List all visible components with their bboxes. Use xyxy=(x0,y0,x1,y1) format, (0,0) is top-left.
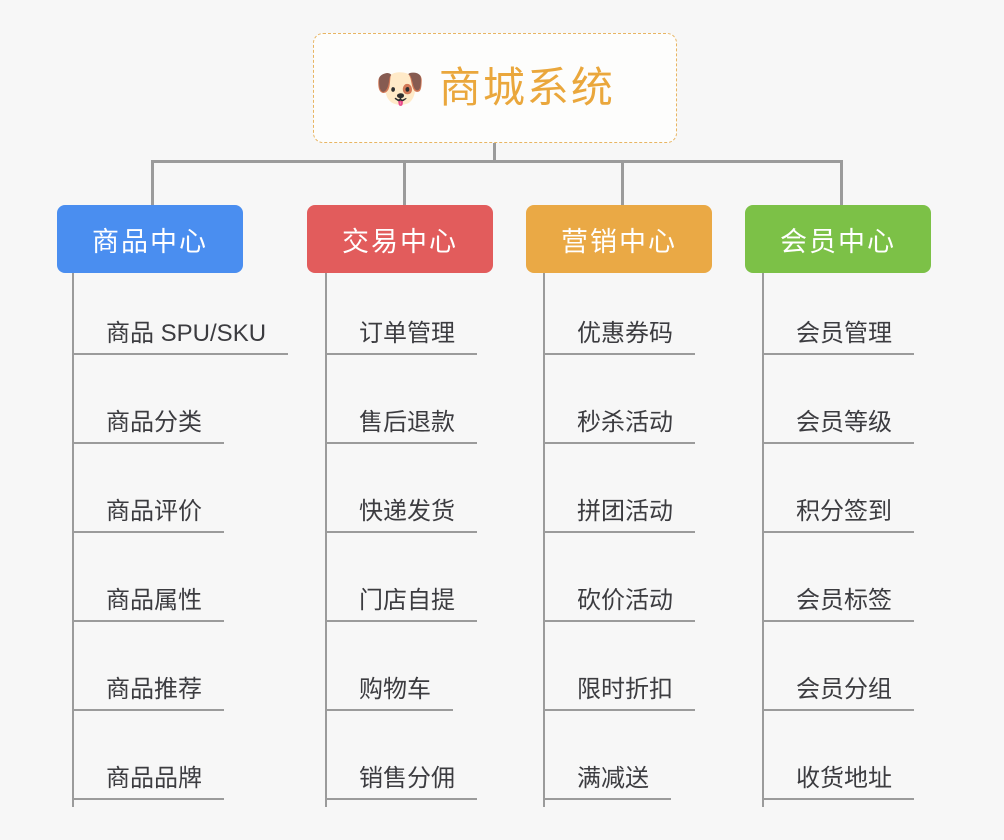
leaf-item[interactable]: 拼团活动 xyxy=(543,451,695,540)
branch-header-会员中心[interactable]: 会员中心 xyxy=(745,205,931,273)
leaf-item-label: 限时折扣 xyxy=(543,676,695,711)
leaf-item-label: 商品品牌 xyxy=(72,765,224,800)
leaf-item[interactable]: 销售分佣 xyxy=(325,718,477,807)
leaf-item-label: 售后退款 xyxy=(325,409,477,444)
leaf-item[interactable]: 限时折扣 xyxy=(543,629,695,718)
leaf-item-label: 优惠券码 xyxy=(543,320,695,355)
root-node[interactable]: 🐶 商城系统 xyxy=(313,33,677,143)
leaf-item[interactable]: 会员等级 xyxy=(762,362,914,451)
leaf-item-label: 满减送 xyxy=(543,765,671,800)
leaf-item-label: 商品属性 xyxy=(72,587,224,622)
branch-items-商品中心: 商品 SPU/SKU 商品分类 商品评价 商品属性 商品推荐 商品品牌 xyxy=(72,273,289,807)
branch-items-会员中心: 会员管理 会员等级 积分签到 会员标签 会员分组 收货地址 xyxy=(762,273,914,807)
leaf-item[interactable]: 门店自提 xyxy=(325,540,477,629)
leaf-item-label: 商品推荐 xyxy=(72,676,224,711)
bus-connector xyxy=(151,160,843,163)
branch-drop-connector-1 xyxy=(151,160,154,207)
branch-header-营销中心[interactable]: 营销中心 xyxy=(526,205,712,273)
leaf-item-label: 砍价活动 xyxy=(543,587,695,622)
branch-items-交易中心: 订单管理 售后退款 快递发货 门店自提 购物车 销售分佣 xyxy=(325,273,477,807)
leaf-item-label: 商品分类 xyxy=(72,409,224,444)
branch-header-label: 会员中心 xyxy=(780,226,896,257)
branch-spine xyxy=(543,273,545,807)
leaf-item-label: 门店自提 xyxy=(325,587,477,622)
leaf-item-label: 销售分佣 xyxy=(325,765,477,800)
branch-header-label: 商品中心 xyxy=(92,226,208,257)
leaf-item-label: 积分签到 xyxy=(762,498,914,533)
branch-spine xyxy=(762,273,764,807)
leaf-item[interactable]: 砍价活动 xyxy=(543,540,695,629)
leaf-item-label: 秒杀活动 xyxy=(543,409,695,444)
leaf-item-label: 收货地址 xyxy=(762,765,914,800)
leaf-item[interactable]: 商品 SPU/SKU xyxy=(72,273,289,362)
leaf-item[interactable]: 收货地址 xyxy=(762,718,914,807)
leaf-item[interactable]: 商品评价 xyxy=(72,451,288,540)
leaf-item[interactable]: 会员分组 xyxy=(762,629,914,718)
root-stem-connector xyxy=(493,143,496,162)
leaf-item[interactable]: 订单管理 xyxy=(325,273,477,362)
branch-drop-connector-3 xyxy=(621,160,624,207)
branch-header-label: 交易中心 xyxy=(342,226,458,257)
leaf-item-label: 拼团活动 xyxy=(543,498,695,533)
branch-header-label: 营销中心 xyxy=(561,226,677,257)
leaf-item[interactable]: 售后退款 xyxy=(325,362,477,451)
leaf-item-label: 商品 SPU/SKU xyxy=(72,320,289,355)
branch-drop-connector-4 xyxy=(840,160,843,207)
leaf-item-label: 购物车 xyxy=(325,676,453,711)
dog-face-icon: 🐶 xyxy=(375,67,425,111)
leaf-item[interactable]: 商品属性 xyxy=(72,540,288,629)
leaf-item[interactable]: 快递发货 xyxy=(325,451,477,540)
leaf-item-label: 快递发货 xyxy=(325,498,477,533)
leaf-item[interactable]: 优惠券码 xyxy=(543,273,695,362)
leaf-item-label: 会员分组 xyxy=(762,676,914,711)
branch-header-商品中心[interactable]: 商品中心 xyxy=(57,205,243,273)
leaf-item[interactable]: 会员标签 xyxy=(762,540,914,629)
leaf-item[interactable]: 商品品牌 xyxy=(72,718,288,807)
leaf-item[interactable]: 秒杀活动 xyxy=(543,362,695,451)
branch-spine xyxy=(72,273,74,807)
leaf-item[interactable]: 购物车 xyxy=(325,629,477,718)
leaf-item-label: 订单管理 xyxy=(325,320,477,355)
branch-drop-connector-2 xyxy=(403,160,406,207)
leaf-item[interactable]: 商品推荐 xyxy=(72,629,288,718)
leaf-item-label: 商品评价 xyxy=(72,498,224,533)
leaf-item[interactable]: 会员管理 xyxy=(762,273,914,362)
root-title: 商城系统 xyxy=(438,64,615,111)
leaf-item-label: 会员管理 xyxy=(762,320,914,355)
leaf-item[interactable]: 积分签到 xyxy=(762,451,914,540)
branch-items-营销中心: 优惠券码 秒杀活动 拼团活动 砍价活动 限时折扣 满减送 xyxy=(543,273,695,807)
leaf-item-label: 会员标签 xyxy=(762,587,914,622)
leaf-item[interactable]: 商品分类 xyxy=(72,362,288,451)
branch-header-交易中心[interactable]: 交易中心 xyxy=(307,205,493,273)
leaf-item[interactable]: 满减送 xyxy=(543,718,695,807)
leaf-item-label: 会员等级 xyxy=(762,409,914,444)
branch-spine xyxy=(325,273,327,807)
